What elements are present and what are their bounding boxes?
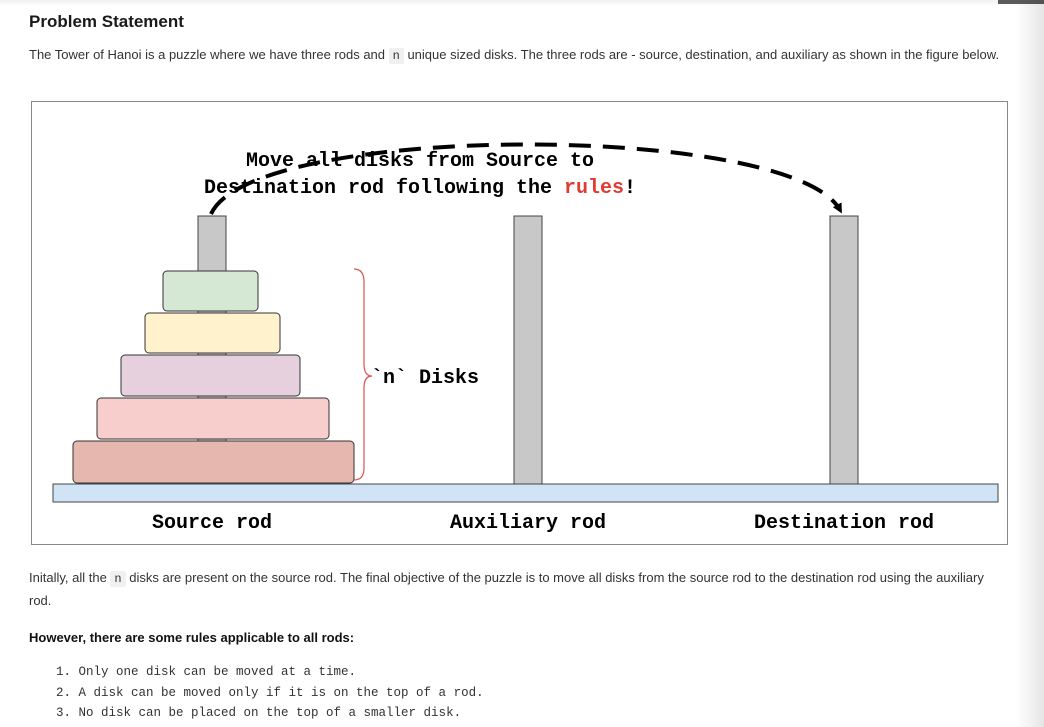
intro-paragraph: The Tower of Hanoi is a puzzle where we … [29,44,1009,67]
caption-prefix: Destination rod following the [204,177,564,200]
problem-title: Problem Statement [29,12,184,31]
disk-2 [144,312,281,354]
auxiliary-rod-label: Auxiliary rod [450,512,606,535]
disk-1 [162,270,259,312]
figure-caption-line2: Destination rod following the rules! [204,177,636,200]
disk-3 [120,354,301,397]
disks-brace [353,268,373,481]
figure-svg: Move all disks from Source to Destinatio… [52,142,999,535]
outro-paragraph: Initally, all the n disks are present on… [29,567,1009,611]
disk-4 [96,397,330,440]
auxiliary-rod [513,215,543,487]
outro-text-before: Initally, all the [29,570,111,585]
rule-item: 1. Only one disk can be moved at a time. [56,665,357,679]
destination-rod-label: Destination rod [754,512,934,535]
window-edge-mark [998,0,1044,4]
caption-rules-word: rules [564,177,624,200]
inline-code-n-2: n [110,571,126,587]
top-shadow [0,0,1044,6]
rules-list: 1. Only one disk can be moved at a time.… [56,662,484,724]
outro-text-after: disks are present on the source rod. The… [29,570,984,608]
source-rod-label: Source rod [152,512,272,535]
inline-code-n: n [388,48,404,64]
intro-text-before: The Tower of Hanoi is a puzzle where we … [29,47,389,62]
destination-rod [829,215,859,487]
move-arrow [209,142,842,215]
rule-item: 3. No disk can be placed on the top of a… [56,706,462,720]
disk-5 [72,440,355,484]
rod-base [52,483,999,503]
figure-caption-line1: Move all disks from Source to [246,150,594,173]
scroll-shadow [1016,0,1044,727]
rule-item: 2. A disk can be moved only if it is on … [56,685,484,700]
rules-heading: However, there are some rules applicable… [29,630,355,645]
tower-of-hanoi-figure: Move all disks from Source to Destinatio… [31,101,1008,545]
intro-text-after: unique sized disks. The three rods are -… [403,47,1000,62]
n-disks-label: `n` Disks [371,367,479,390]
caption-suffix: ! [624,177,636,200]
